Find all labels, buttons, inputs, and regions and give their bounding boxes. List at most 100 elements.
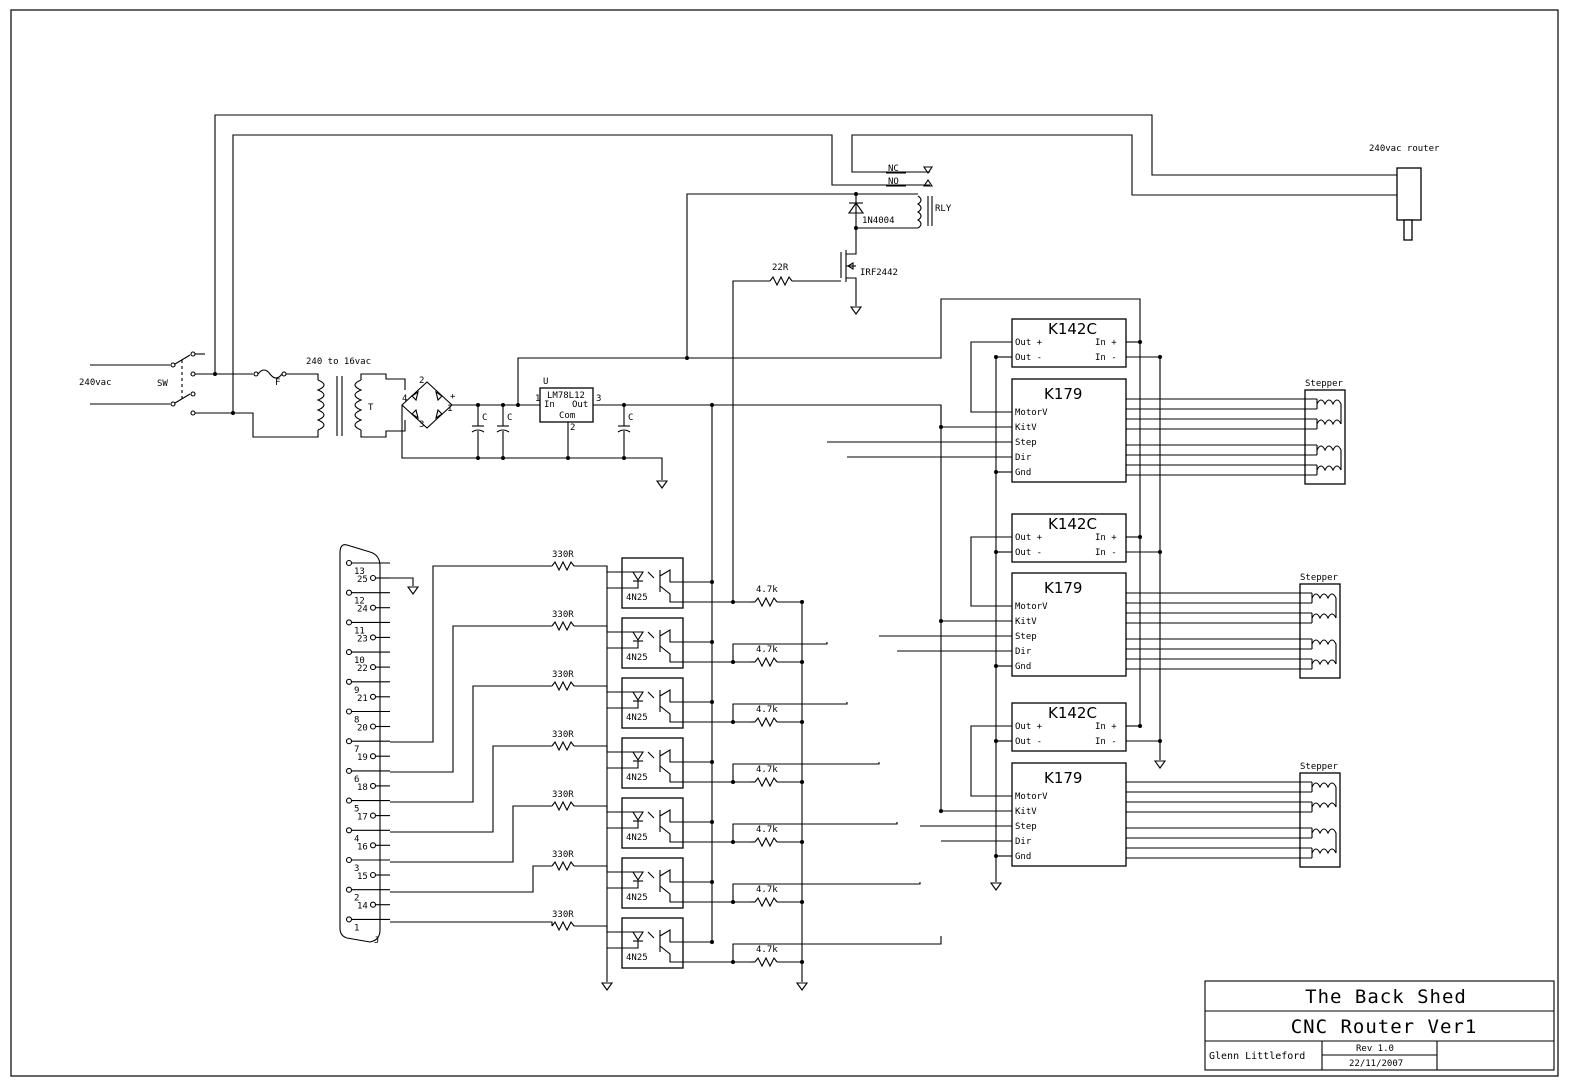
db25-pin-label: 14 [357,902,368,912]
k142c-in-plus: In + [1095,533,1117,543]
opto-part-label: 4N25 [626,893,648,903]
db25-pin-label: 18 [357,783,368,793]
opto-4n25 [621,857,684,909]
k142c-in-plus: In + [1095,338,1117,348]
opto-part-label: 4N25 [626,593,648,603]
k142c-out-minus: Out - [1015,353,1042,363]
stepper-coil [1311,848,1337,855]
k179-pin-label: Step [1015,632,1037,642]
stepper-label: Stepper [1300,762,1339,772]
cap3-label: C [628,413,633,423]
opto-input-wire [390,745,552,833]
opto-4n25 [621,737,684,789]
regulator-ref: U [543,377,548,387]
k142c-label: K142C [1048,515,1097,533]
opto-input-link [574,925,608,932]
k142c-board [1011,318,1127,368]
opto-input-wire [390,865,552,893]
opto-pullup-resistor [754,596,778,608]
stepper-coil [1316,465,1342,472]
opto-output-wire [732,702,848,722]
stepper-coil [1311,659,1337,666]
k142c-in-minus: In - [1095,353,1117,363]
opto-4n25 [621,797,684,849]
opto-input-resistor [551,860,575,872]
k142c-out-plus: Out + [1015,533,1043,543]
k142c-board [1011,513,1127,563]
k142c-label: K142C [1048,320,1097,338]
opto-input-link [574,625,608,632]
diode-label: 1N4004 [862,216,895,226]
db25-pin-label: 13 [354,567,365,577]
k179-pin-label: Step [1015,438,1037,448]
db25-pin-left [345,827,353,834]
db25-pin-label: 23 [357,634,368,644]
db25-pin-right [369,842,377,849]
db25-pin-right [369,812,377,819]
k179-pin-label: MotorV [1015,408,1048,418]
stepper-coil [1311,593,1337,600]
opto-input-resistor [551,560,575,572]
router-label: 240vac router [1369,144,1440,154]
opto-input-resistor-label: 330R [552,550,574,560]
opto-pullup-resistor-label: 4.7k [756,705,778,715]
db25-pin-right [369,782,377,789]
stepper-motor [1299,583,1341,679]
stepper-motor [1304,389,1346,485]
stepper-coil [1311,613,1337,620]
cap1-label: C [482,413,487,423]
db25-pin-label: 25 [357,575,368,585]
k179-pin-label: Dir [1015,837,1032,847]
k179-pin-label: KitV [1015,617,1037,627]
opto-part-label: 4N25 [626,773,648,783]
stepper-coil [1311,639,1337,646]
opto-input-wire [390,625,552,773]
opto-part-label: 4N25 [626,713,648,723]
k179-pin-label: KitV [1015,807,1037,817]
db25-pin-right [369,901,377,908]
stepper-coil [1316,445,1342,452]
k142c-out-plus: Out + [1015,722,1043,732]
sheet-border [10,9,1559,1077]
db25-pin-label: 5 [354,805,359,815]
db25-pin-label: 12 [354,597,365,607]
db25-pin-label: 15 [357,872,368,882]
opto-input-link [574,865,608,872]
opto-pullup-resistor-label: 4.7k [756,765,778,775]
opto-output-wire [732,882,921,902]
author-name: Glenn Littleford [1209,1051,1305,1062]
driver-section: K142C Out + Out - In + In - K179 MotorV KitV Ste… [827,318,1346,891]
opto-input-link [574,745,608,752]
regulator-com: Com [559,411,575,421]
k142c-board [1011,702,1127,752]
k179-board [1011,762,1127,867]
db25-pin-label: 7 [354,745,359,755]
opto-pullup-resistor-label: 4.7k [756,585,778,595]
db25-pin-left [345,916,353,923]
opto-pullup-resistor [754,956,778,968]
opto-input-resistor [551,680,575,692]
opto-pullup-resistor [754,716,778,728]
opto-input-link [574,685,608,692]
opto-output-wire [732,936,942,962]
db25-pin-label: 4 [354,834,359,844]
opto-input-resistor [551,740,575,752]
regulator-out: Out [572,400,588,410]
opto-pullup-resistor-label: 4.7k [756,645,778,655]
db25-pin-right [369,604,377,611]
opto-output-wire [732,762,880,782]
db25-pin-left [345,886,353,893]
bridge-pin1: 1 [447,404,452,414]
revision: Rev 1.0 [1356,1044,1394,1054]
db25-shell [339,544,381,943]
db25-pin-right [369,723,377,730]
fuse-label: F [275,378,280,388]
opto-4n25 [621,617,684,669]
k179-pin-label: Dir [1015,647,1032,657]
k179-label: K179 [1044,579,1082,597]
opto-section: 330R4N254.7k330R4N254.7k330R4N254.7k330R… [390,405,942,991]
opto-input-link [574,565,608,572]
stepper-coil [1316,419,1342,426]
connector-ref: J [374,936,379,946]
